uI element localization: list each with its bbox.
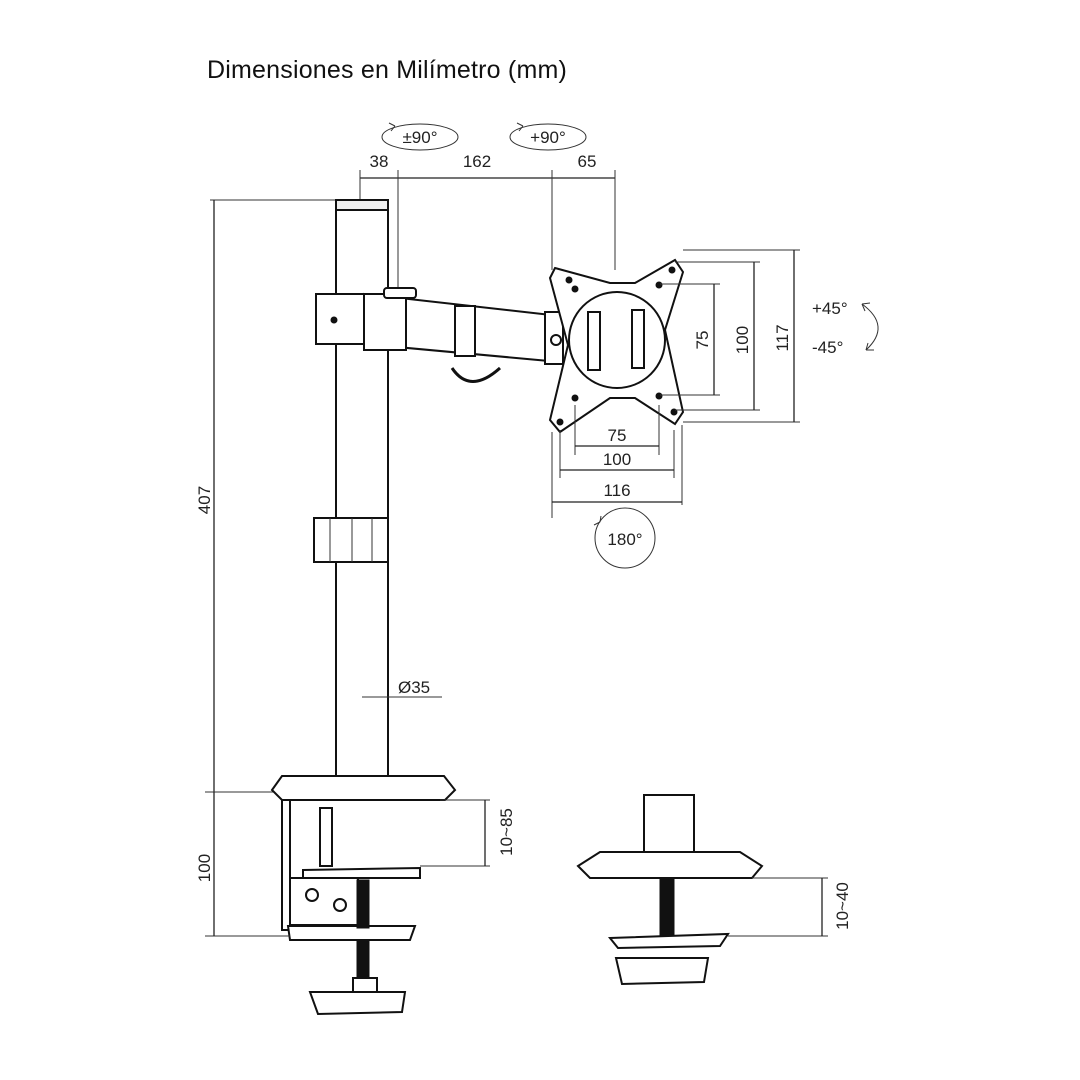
vesa-vertical-dims: 75 100 117 bbox=[660, 249, 800, 423]
vesa-horizontal-dims: 75 100 116 bbox=[551, 405, 683, 518]
dim-total-height: 407 bbox=[195, 486, 214, 514]
arm bbox=[315, 287, 564, 383]
vesa-plate bbox=[548, 258, 685, 434]
dim-joint-to-plate: 65 bbox=[578, 152, 597, 171]
grommet-dimensions: 10~40 bbox=[728, 877, 852, 937]
height-dimension: 407 bbox=[195, 199, 335, 793]
tilt-indicator: +45° -45° bbox=[812, 299, 879, 357]
desk-clamp bbox=[270, 775, 457, 1016]
head-swivel-label: +90° bbox=[530, 128, 566, 147]
tilt-down-label: -45° bbox=[812, 338, 843, 357]
head-swivel-indicator: +90° bbox=[509, 122, 587, 151]
dim-vesa-v-75: 75 bbox=[693, 331, 712, 350]
pole-diameter: Ø35 bbox=[362, 678, 442, 698]
dim-clamp-range: 10~85 bbox=[497, 808, 516, 856]
clamp-dimensions: 100 10~85 bbox=[195, 792, 516, 937]
rotate-indicator: 180° bbox=[593, 507, 656, 569]
arm-swivel-label: ±90° bbox=[402, 128, 437, 147]
diagram-title: Dimensiones en Milímetro (mm) bbox=[207, 56, 568, 84]
dim-vesa-v-100: 100 bbox=[733, 326, 752, 354]
dim-vesa-h-100: 100 bbox=[603, 450, 631, 469]
tilt-up-label: +45° bbox=[812, 299, 848, 318]
dim-pole-to-joint: 38 bbox=[370, 152, 389, 171]
arm-swivel-indicator: ±90° bbox=[381, 122, 459, 151]
rotate-label: 180° bbox=[607, 530, 642, 549]
dim-plate-height: 117 bbox=[773, 324, 792, 351]
dim-vesa-h-75: 75 bbox=[608, 426, 627, 445]
dim-plate-width: 116 bbox=[603, 481, 630, 500]
dim-grommet-range: 10~40 bbox=[833, 882, 852, 930]
dim-clamp-height: 100 bbox=[195, 854, 214, 882]
dim-arm-length: 162 bbox=[463, 152, 491, 171]
dim-pole-diameter: Ø35 bbox=[398, 678, 430, 697]
grommet-mount bbox=[576, 794, 764, 986]
top-dimension-lines: 38 162 65 bbox=[359, 152, 616, 290]
pole bbox=[313, 199, 389, 781]
